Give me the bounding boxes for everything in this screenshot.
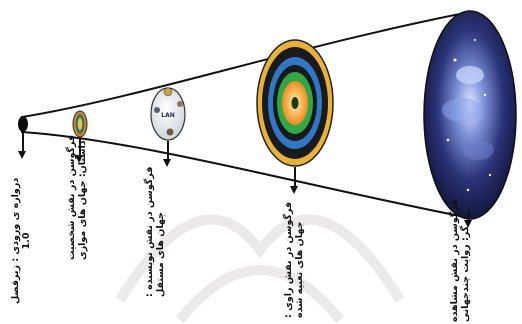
portal-label-line-1: دروازه ی ورودی : زیرفصل: [10, 178, 21, 304]
author-label-line-1: فرگوسن در نقش نویسنده :: [144, 167, 155, 297]
observer-label-line-1: فرگوسن در نقش مشاهده: [449, 200, 460, 322]
author-label-line-2: جهان های مستقل: [155, 167, 166, 297]
narrator-label-line-2: جهان های تعبیه شده: [294, 202, 305, 318]
author-world-icon: LAN: [151, 88, 185, 140]
narrator-world-icon: [257, 40, 333, 166]
character-label-line-1: فرگوسن در نقش شخصیت: [66, 135, 77, 260]
portal-ellipse: [18, 116, 28, 132]
observer-label: فرگوسن در نقش مشاهده گر: روایت چندجهانی: [449, 200, 471, 322]
author-arrow: [167, 141, 169, 160]
character-label-line-2: داستان: جهان های موازی: [77, 135, 88, 260]
narrator-arrow: [294, 167, 296, 187]
narrator-label: فرگوسن در نقش راوی : جهان های تعبیه شده: [283, 202, 305, 318]
funnel-outline: [22, 12, 470, 218]
character-world-icon: [73, 111, 87, 137]
author-stamp-text: LAN: [161, 112, 175, 119]
observer-label-line-2: گر: روایت چندجهانی: [460, 200, 471, 322]
portal-label-line-2: 1.0: [21, 178, 32, 304]
portal-label: دروازه ی ورودی : زیرفصل 1.0: [10, 178, 32, 304]
observer-galaxy-icon: [424, 11, 516, 219]
character-label: فرگوسن در نقش شخصیت داستان: جهان های موا…: [66, 135, 88, 260]
portal-arrow: [22, 133, 24, 152]
author-label: فرگوسن در نقش نویسنده : جهان های مستقل: [144, 167, 166, 297]
narrator-label-line-1: فرگوسن در نقش راوی :: [283, 202, 294, 318]
